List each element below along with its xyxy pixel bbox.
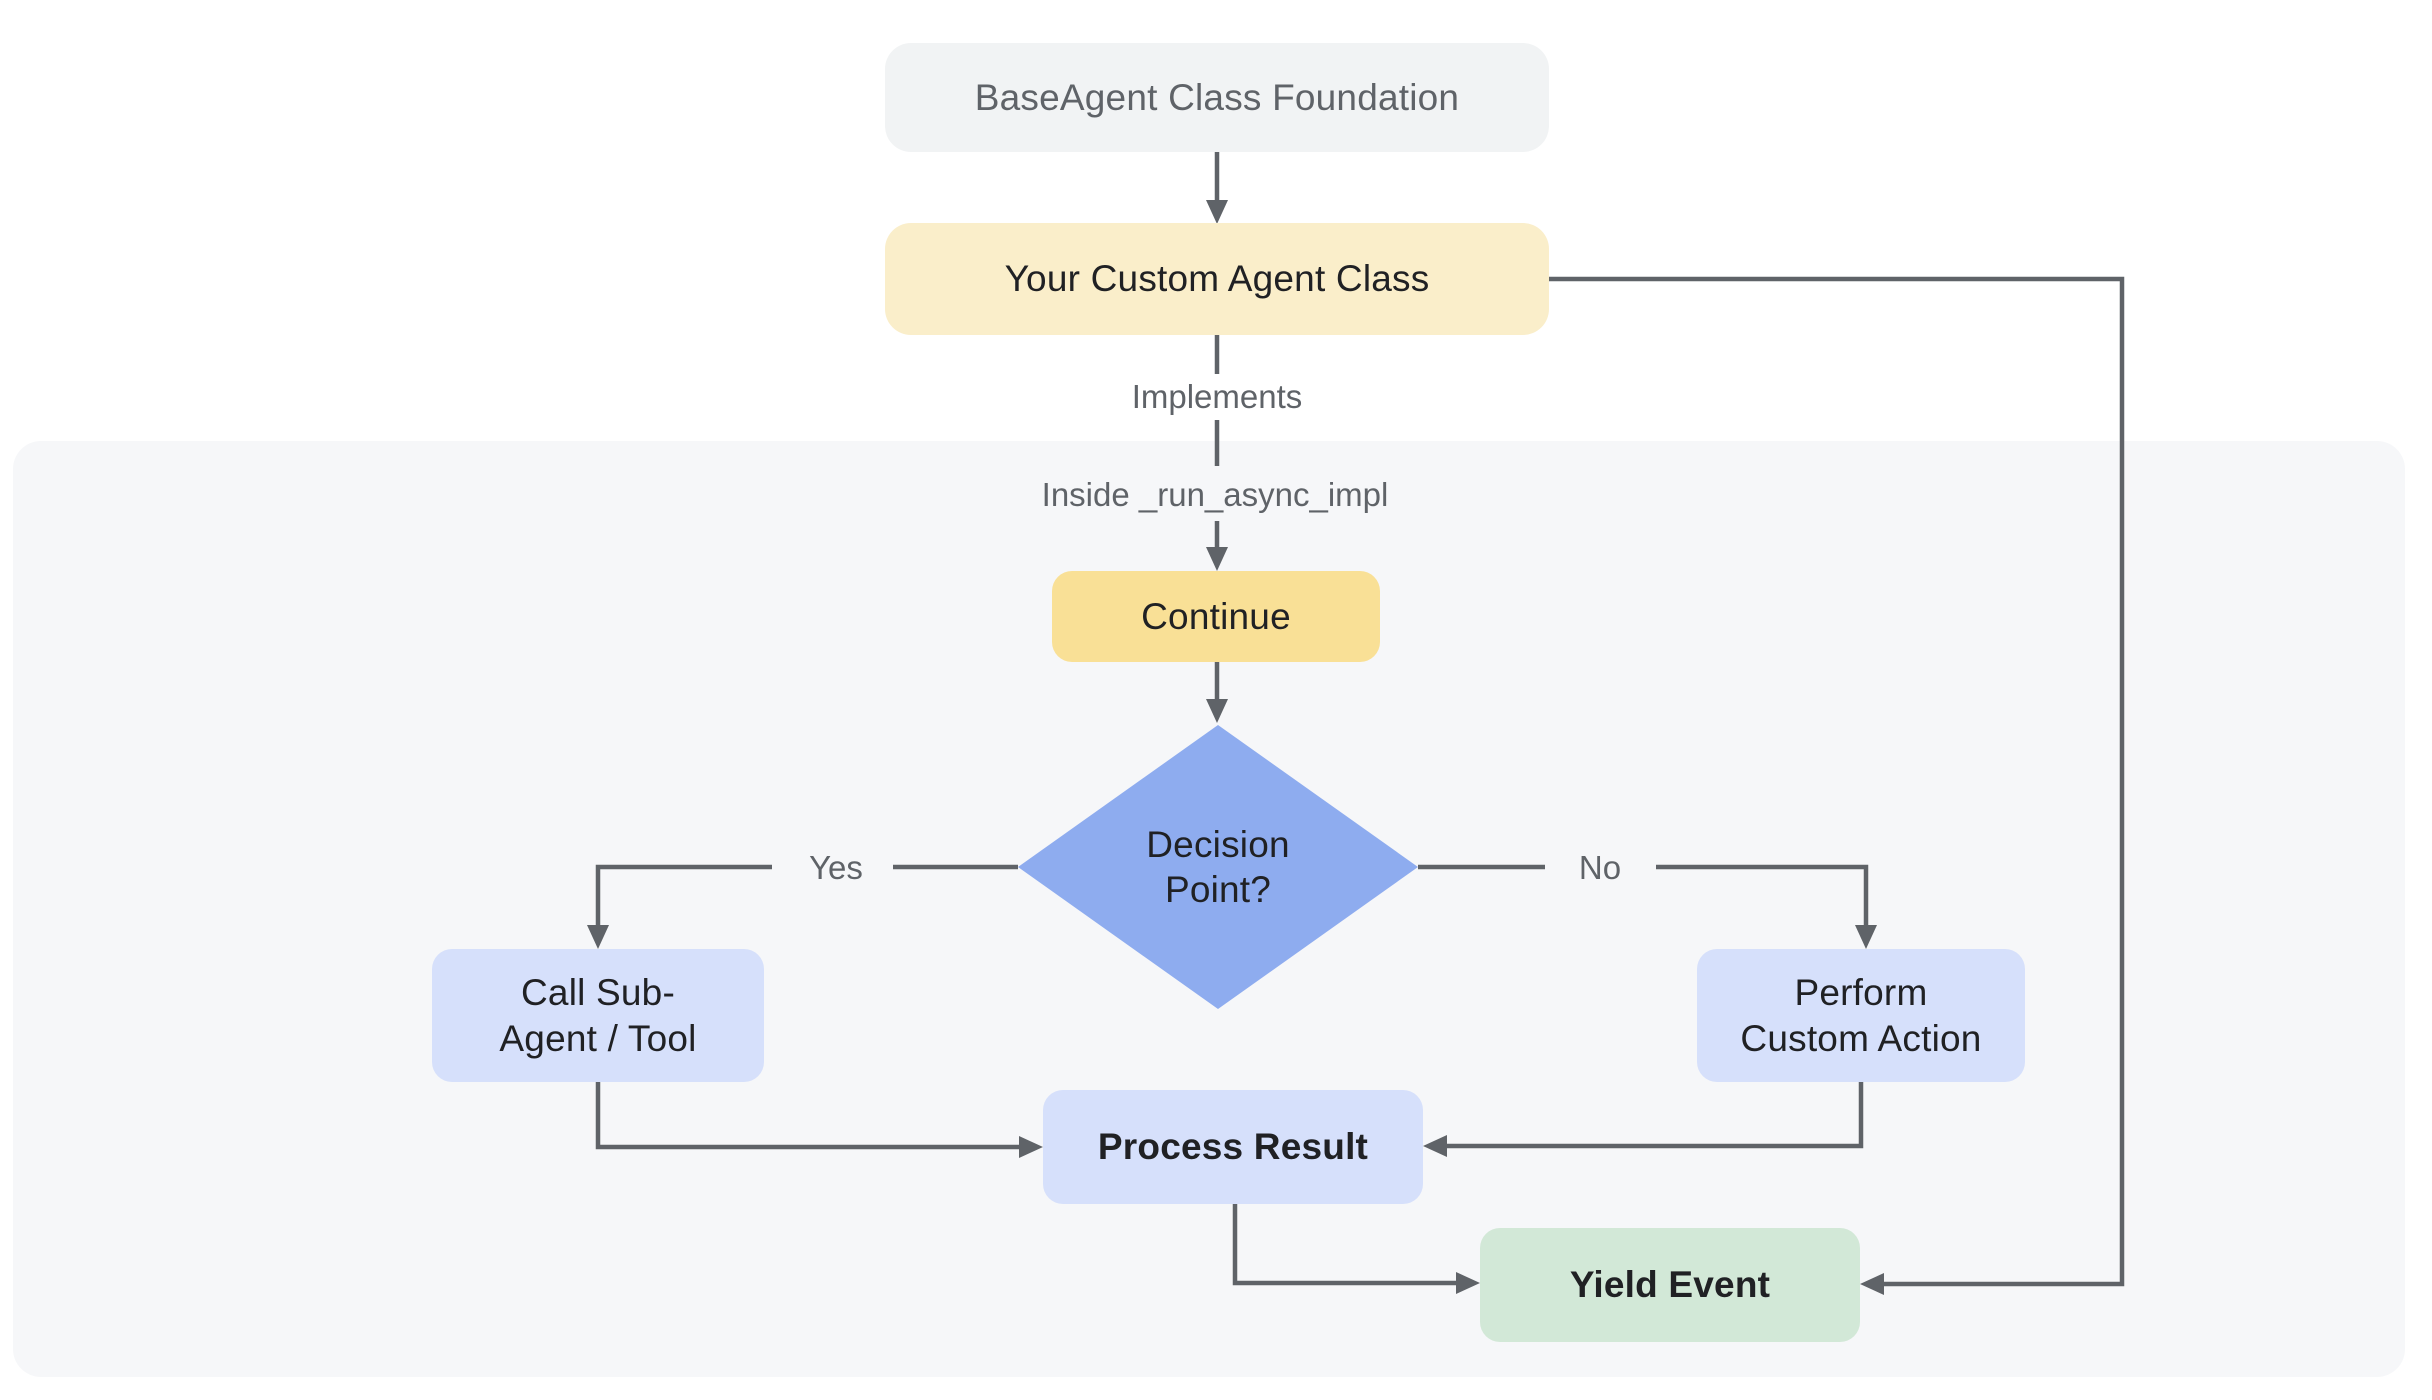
edge-label-inside-run-async-impl: Inside _run_async_impl: [1041, 476, 1389, 513]
node-your-custom-agent-class: Your Custom Agent Class: [885, 223, 1549, 335]
node-continue: Continue: [1052, 571, 1380, 662]
edge-label-no: No: [1578, 849, 1622, 886]
node-call-sub-agent-tool: Call Sub- Agent / Tool: [432, 949, 764, 1082]
node-perform-custom-action: Perform Custom Action: [1697, 949, 2025, 1082]
edge-label-implements: Implements: [1131, 378, 1303, 415]
edge-label-yes: Yes: [809, 849, 863, 886]
node-process-result: Process Result: [1043, 1090, 1423, 1204]
node-yield-event: Yield Event: [1480, 1228, 1860, 1342]
node-base-agent-foundation: BaseAgent Class Foundation: [885, 43, 1549, 152]
